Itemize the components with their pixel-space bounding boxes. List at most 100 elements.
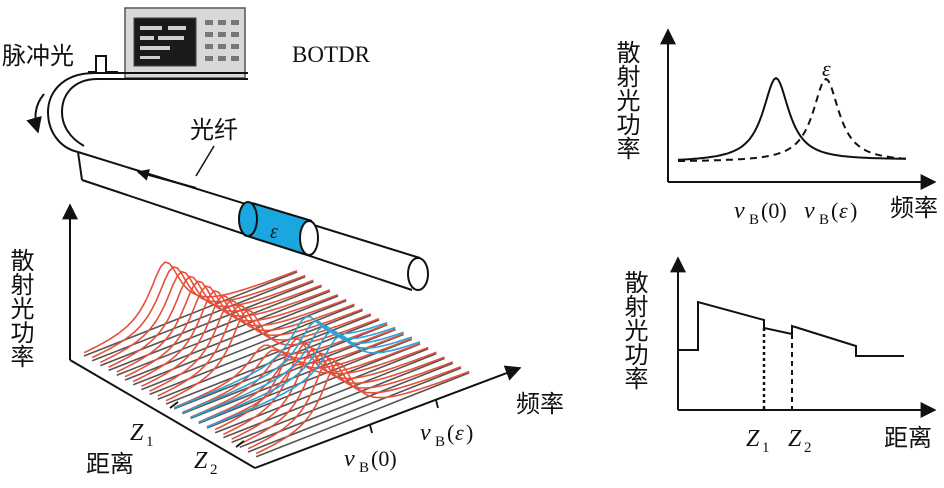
- spectrum-frequency-label: 频率: [890, 194, 938, 222]
- nu-b0-tick-3d: [369, 424, 373, 434]
- power-axis-label-text: 散射光功率: [6, 248, 34, 368]
- botdr-label: BOTDR: [292, 42, 371, 67]
- spectrum-nu-b0-nu: ν: [734, 198, 745, 224]
- z2-letter: Z: [194, 448, 208, 474]
- spectrum-baseline: [100, 280, 314, 367]
- z2-label-3d: Z 2: [194, 448, 218, 478]
- fiber-leader-line: [195, 145, 215, 177]
- nu-b0-label-3d: ν B (0): [344, 446, 397, 476]
- spectrum-baseline: [255, 372, 470, 458]
- nu-beps-tick-3d: [435, 399, 439, 409]
- strained-spectrum-peak: [198, 330, 413, 424]
- spectra-peaks-strained: [173, 315, 421, 428]
- nu-b0-nu: ν: [344, 446, 355, 472]
- nu-beps-sub: B: [435, 434, 445, 450]
- unstrained-spectrum-peak: [91, 265, 306, 359]
- z1-letter: Z: [130, 420, 144, 446]
- unstrained-spectrum-peak: [255, 361, 470, 455]
- pulse-waveform-icon: [88, 55, 118, 73]
- spectrum-nu-beps-nu: ν: [804, 198, 815, 224]
- distance-z2-label: Z 2: [788, 426, 812, 456]
- fiber-loop: [46, 72, 248, 153]
- spectrum-power-label-text: 散射光功率: [612, 40, 640, 160]
- spectra-baselines: [83, 271, 470, 458]
- distance-power-label: 散射光功率: [620, 270, 648, 390]
- power-axis-label-3d: 散射光功率: [6, 248, 34, 368]
- spectrum-nu-beps-close: ): [850, 198, 857, 223]
- nu-b0-arg: (0): [371, 446, 397, 471]
- nu-beps-label-3d: ν B ( ε ): [420, 420, 473, 450]
- unstrained-spectrum-peak: [239, 352, 454, 445]
- pulse-light-label: 脉冲光: [2, 42, 74, 70]
- strain-epsilon-label: ε: [270, 221, 278, 243]
- spectrum-plot: [660, 28, 937, 190]
- distance-plot: [670, 256, 937, 418]
- unstrained-spectrum-peak: [247, 357, 462, 450]
- spectrum-baseline: [223, 352, 437, 439]
- distance-power-trace: [678, 300, 904, 357]
- distance-z1-letter: Z: [746, 426, 760, 452]
- unstrained-spectrum-peak: [231, 347, 445, 440]
- spectrum-power-label: 散射光功率: [612, 40, 640, 160]
- spectrum-baseline: [91, 276, 306, 362]
- z1-label-3d: Z 1: [130, 420, 154, 450]
- frequency-axis-label-3d: 频率: [516, 390, 564, 418]
- z2-tick: [235, 440, 245, 448]
- spectrum-baseline: [116, 290, 331, 376]
- spectrum-nu-b0-sub: B: [749, 212, 759, 228]
- spectrum-nu-beps-sub: B: [819, 212, 829, 228]
- spectrum-nu-beps-label: ν B ( ε ): [804, 198, 857, 228]
- spectrum-baseline: [214, 348, 429, 434]
- spectrum-baseline: [124, 295, 339, 381]
- distance-z2-letter: Z: [788, 426, 802, 452]
- spectrum-baseline: [239, 362, 454, 448]
- spectrum-strained-curve: [678, 77, 907, 162]
- spectrum-baseline: [132, 300, 347, 386]
- botdr-instrument-icon: [124, 7, 246, 79]
- nu-b0-sub: B: [359, 460, 369, 476]
- spectrum-baseline: [206, 343, 421, 429]
- fiber-label: 光纤: [190, 116, 238, 144]
- distance-z2-sub: 2: [804, 440, 812, 456]
- nu-beps-open: (: [447, 420, 454, 445]
- spectrum-nu-b0-arg: (0): [761, 198, 787, 223]
- curved-arrow-icon: [26, 93, 45, 134]
- spectrum-unstrained-curve: [677, 76, 907, 161]
- spectrum-nu-beps-eps: ε: [839, 198, 848, 223]
- spectrum-baseline: [231, 357, 445, 444]
- nu-beps-close: ): [466, 420, 473, 445]
- distance-axis: [69, 359, 256, 469]
- distance-axis-label: 距离: [884, 424, 932, 452]
- strained-spectrum-peak: [182, 320, 396, 414]
- spectrum-nu-beps-open: (: [831, 198, 838, 223]
- spectrum-epsilon-label: ε: [822, 56, 831, 81]
- spectrum-baseline: [247, 367, 462, 453]
- unstrained-spectrum-peak: [157, 304, 372, 397]
- spectrum-baseline: [141, 304, 355, 391]
- distance-axis-label-3d: 距离: [86, 450, 134, 478]
- distance-z1-sub: 1: [762, 440, 770, 456]
- z1-tick: [169, 401, 179, 409]
- z2-sub: 2: [210, 462, 218, 478]
- unstrained-spectrum-peak: [83, 261, 298, 354]
- strained-spectrum-peak: [190, 325, 404, 419]
- unstrained-spectrum-peak: [165, 309, 380, 402]
- unstrained-spectrum-peak: [141, 294, 355, 388]
- spectrum-baseline: [108, 285, 322, 372]
- strained-spectrum-peak: [173, 315, 388, 409]
- nu-beps-eps: ε: [455, 420, 464, 445]
- nu-beps-nu: ν: [420, 420, 431, 446]
- frequency-axis: [254, 365, 522, 469]
- distance-z1-label: Z 1: [746, 426, 770, 456]
- unstrained-spectrum-peak: [100, 270, 314, 364]
- spectra-3d-plot: [62, 203, 522, 469]
- z1-sub: 1: [146, 434, 154, 450]
- strained-spectrum-peak: [206, 335, 421, 428]
- unstrained-spectrum-peak: [149, 299, 363, 392]
- backscatter-arrow: [136, 169, 197, 189]
- strained-section: [238, 201, 319, 256]
- spectrum-nu-b0-label: ν B (0): [734, 198, 787, 228]
- distance-power-label-text: 散射光功率: [620, 270, 648, 390]
- spectrum-baseline: [83, 271, 298, 357]
